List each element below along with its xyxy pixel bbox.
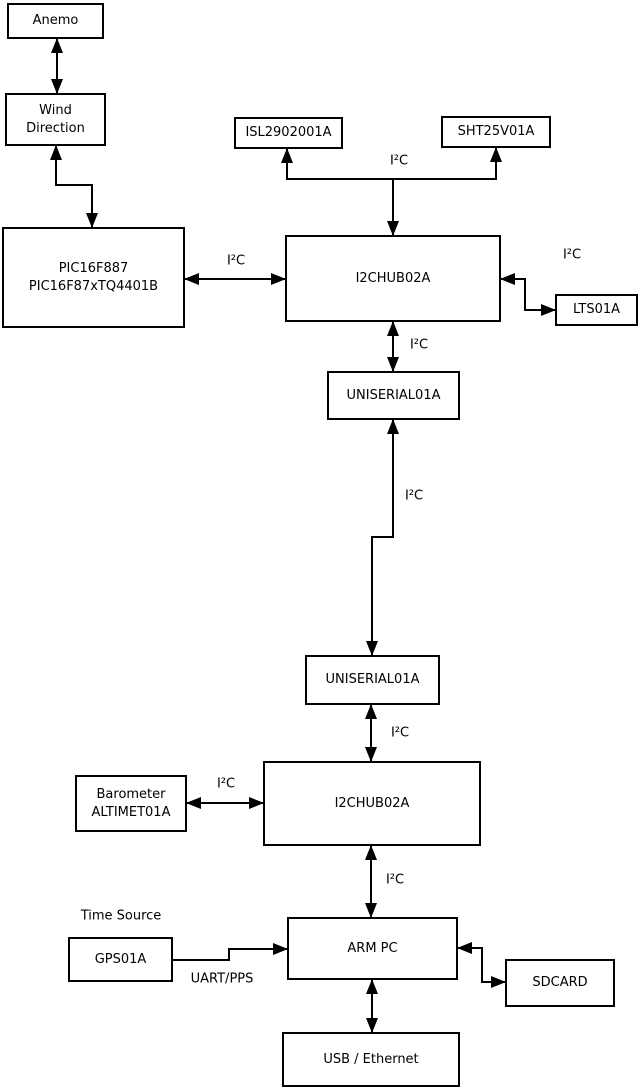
- node-i2chub02a-lower: I2CHUB02A: [263, 761, 481, 846]
- node-label: I2CHUB02A: [334, 795, 410, 811]
- node-label: SHT25V01A: [457, 124, 535, 140]
- node-wind-direction: Wind Direction: [5, 93, 106, 146]
- node-label-line2: Direction: [26, 120, 85, 136]
- connector-hub-upper-lts: [500, 273, 556, 316]
- node-usb-ethernet: USB / Ethernet: [282, 1032, 460, 1087]
- connector-armpc-sdcard: [457, 942, 506, 988]
- node-label: UNISERIAL01A: [346, 387, 441, 403]
- node-label-line1: Wind: [39, 102, 72, 118]
- bus-label-uniserial-hub-lower: I²C: [390, 725, 410, 741]
- node-label: UNISERIAL01A: [325, 672, 420, 688]
- node-label-line1: Barometer: [96, 786, 166, 802]
- connector-uniserial-uniserial: [366, 419, 399, 656]
- node-uniserial01a-lower: UNISERIAL01A: [305, 655, 440, 705]
- caption-time-source: Time Source: [80, 908, 162, 924]
- bus-label-uniserial-link: I²C: [404, 488, 424, 504]
- node-label-line2: PIC16F87xTQ4401B: [28, 278, 159, 294]
- node-gps01a: GPS01A: [68, 937, 173, 982]
- connector-winddirection-pic: [50, 145, 98, 228]
- node-label-line1: PIC16F887: [58, 260, 129, 276]
- connector-gps-armpc: [173, 943, 288, 961]
- node-label: Anemo: [32, 13, 79, 29]
- node-label: I2CHUB02A: [355, 270, 431, 286]
- node-isl2902001a: ISL2902001A: [234, 117, 343, 149]
- bus-label-hub-upper-lts: I²C: [562, 247, 582, 263]
- bus-label-isl-sht: I²C: [389, 153, 409, 169]
- node-sdcard: SDCARD: [505, 959, 615, 1007]
- bus-label-hub-lower-armpc: I²C: [385, 872, 405, 888]
- node-i2chub02a-upper: I2CHUB02A: [285, 235, 501, 322]
- node-label: USB / Ethernet: [323, 1051, 419, 1067]
- node-label: LTS01A: [572, 302, 621, 318]
- node-label: GPS01A: [94, 951, 147, 967]
- edge-label-uart-pps: UART/PPS: [190, 971, 254, 987]
- bus-label-barometer-hub-lower: I²C: [216, 776, 236, 792]
- node-sht25v01a: SHT25V01A: [441, 116, 551, 148]
- node-label: SDCARD: [532, 975, 588, 991]
- node-barometer-altimet01a: Barometer ALTIMET01A: [75, 775, 187, 832]
- bus-label-pic-hub-upper: I²C: [226, 253, 246, 269]
- node-lts01a: LTS01A: [555, 294, 638, 326]
- node-anemo: Anemo: [7, 3, 104, 39]
- node-label: ISL2902001A: [245, 125, 332, 141]
- node-label: ARM PC: [347, 940, 398, 956]
- node-label-line2: ALTIMET01A: [91, 804, 171, 820]
- node-arm-pc: ARM PC: [287, 917, 458, 980]
- node-pic16f887: PIC16F887 PIC16F87xTQ4401B: [2, 227, 185, 328]
- node-uniserial01a-upper: UNISERIAL01A: [327, 371, 460, 420]
- bus-label-hub-upper-uniserial: I²C: [409, 337, 429, 353]
